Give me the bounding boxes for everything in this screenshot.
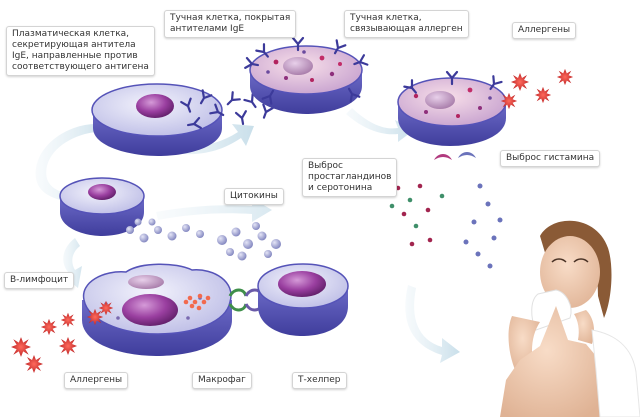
receptor-link xyxy=(228,288,264,312)
label-mast-cell-ige-line-1: Тучная клетка, покрытая xyxy=(170,13,291,23)
label-prostaglandin-line-1: Выброс xyxy=(308,161,343,171)
t-helper xyxy=(257,263,349,336)
label-mast-cell-allergen-line-2: связывающая аллерген xyxy=(350,24,463,34)
label-mast-cell-allergen-line-1: Тучная клетка, xyxy=(350,13,422,23)
label-mast-cell-ige: Тучная клетка, покрытая антителами IgE xyxy=(164,10,297,38)
label-b-lymphocyte: В-лимфоцит xyxy=(4,272,75,289)
sneezing-woman xyxy=(500,220,640,417)
label-prostaglandin-line-3: и серотонина xyxy=(308,183,373,193)
label-t-helper: Т-хелпер xyxy=(292,372,347,389)
label-mast-cell-ige-line-2: антителами IgE xyxy=(170,24,245,34)
plasma-cell xyxy=(91,83,223,156)
allergens-top-group xyxy=(511,68,574,104)
label-allergens-top: Аллергены xyxy=(512,22,577,39)
mast-cell-allergen xyxy=(397,70,518,146)
label-mast-cell-allergen: Тучная клетка, связывающая аллерген xyxy=(344,10,469,38)
label-plasma-cell-line-2: секретирующая антитела xyxy=(12,40,136,50)
label-plasma-cell-line-3: IgE, направленные против xyxy=(12,51,138,61)
mast-cell-ige xyxy=(244,36,369,114)
label-prostaglandin-line-2: простагландинов xyxy=(308,172,392,182)
cytokine-dots xyxy=(126,218,281,261)
label-cytokines: Цитокины xyxy=(224,188,284,205)
label-plasma-cell-line-1: Плазматическая клетка, xyxy=(12,29,130,39)
label-histamine-release: Выброс гистамина xyxy=(500,150,601,167)
label-macrophage: Макрофаг xyxy=(192,372,252,389)
macrophage xyxy=(82,263,232,356)
mediator-release xyxy=(389,152,503,269)
label-plasma-cell: Плазматическая клетка, секретирующая ант… xyxy=(6,26,155,76)
label-prostaglandin-release: Выброс простагландинов и серотонина xyxy=(302,158,398,197)
label-plasma-cell-line-4: соответствующего антигена xyxy=(12,62,149,72)
label-allergens-bottom: Аллергены xyxy=(64,372,129,389)
b-lymphocyte xyxy=(59,177,145,236)
